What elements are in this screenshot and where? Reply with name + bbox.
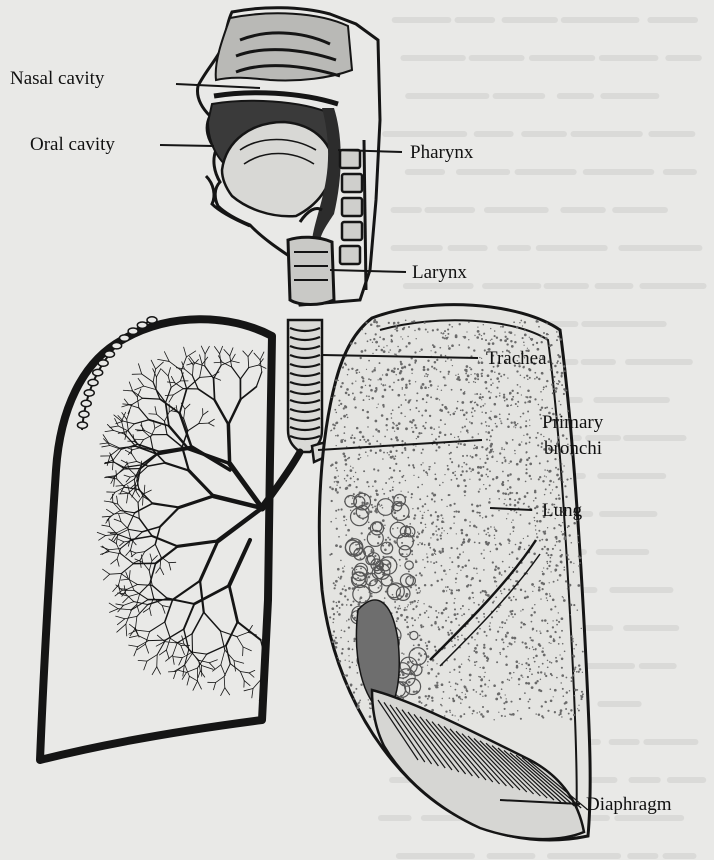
right-lung	[319, 305, 590, 840]
trachea	[288, 320, 322, 452]
left-lung	[40, 317, 300, 760]
vertebrae	[340, 150, 362, 264]
label-lung: Lung	[542, 500, 583, 521]
label-nasal-cavity: Nasal cavity	[10, 68, 105, 89]
label-pharynx: Pharynx	[410, 142, 474, 163]
label-oral-cavity: Oral cavity	[30, 134, 115, 155]
label-diaphragm: Diaphragm	[586, 794, 672, 815]
label-larynx: Larynx	[412, 262, 467, 283]
label-trachea: Trachea	[486, 348, 547, 369]
head-section	[198, 8, 381, 305]
label-primary: Primary	[542, 412, 604, 433]
label-bronchi: bronchi	[544, 438, 602, 459]
